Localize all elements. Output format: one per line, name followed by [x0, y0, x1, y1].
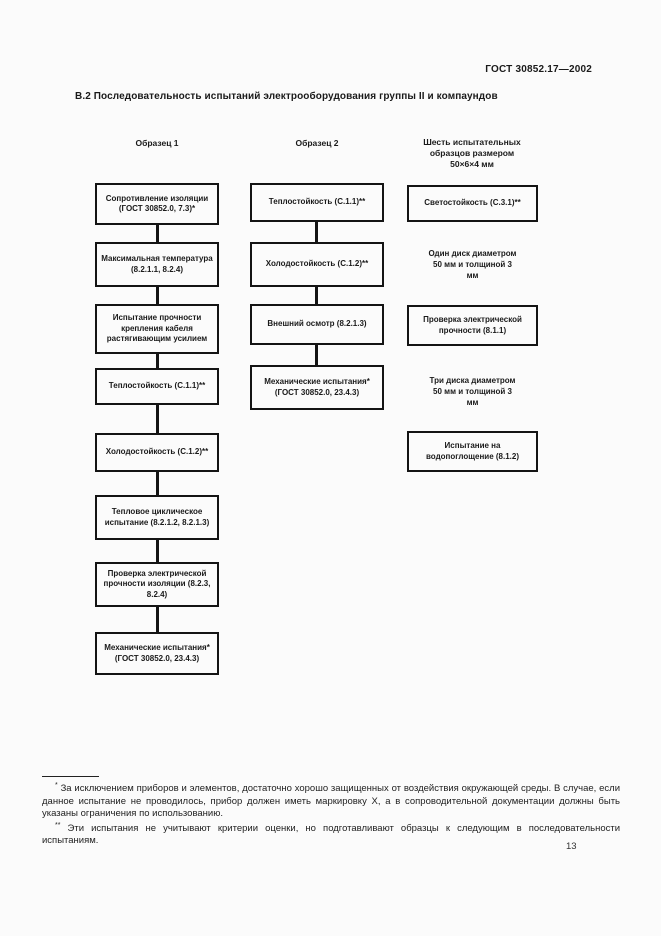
connector-line: [315, 345, 318, 365]
box-light-resistance: Светостойкость (С.3.1)**: [407, 185, 538, 222]
box-mechanical-tests-1: Механические испытания* (ГОСТ 30852.0, 2…: [95, 632, 219, 675]
box-visual-inspection: Внешний осмотр (8.2.1.3): [250, 304, 384, 345]
box-cold-resistance: Холодостойкость (С.1.2)**: [95, 433, 219, 472]
box-heat-resistance: Теплостойкость (С.1.1)**: [95, 368, 219, 405]
connector-line: [156, 287, 159, 304]
footnote-1-text: За исключением приборов и элементов, дос…: [42, 783, 621, 820]
connector-line: [156, 472, 159, 495]
box-mechanical-tests-2: Механические испытания* (ГОСТ 30852.0, 2…: [250, 365, 384, 410]
box-cold-resistance-2: Холодостойкость (С.1.2)**: [250, 242, 384, 287]
box-label: Испытание на водопоглощение (8.1.2): [425, 441, 519, 461]
footnote-rule: [42, 776, 99, 777]
connector-line: [315, 222, 318, 242]
box-thermal-cycling: Тепловое циклическое испытание (8.2.1.2,…: [95, 495, 219, 540]
doc-number: ГОСТ 30852.17—2002: [485, 64, 592, 75]
box-label: Холодостойкость (С.1.2)**: [105, 447, 209, 457]
page-number: 13: [566, 841, 577, 852]
box-label: Холодостойкость (С.1.2)**: [265, 259, 369, 269]
connector-line: [156, 225, 159, 242]
footnote-1-marker: *: [55, 782, 58, 789]
note-one-disc: Один диск диаметром 50 мм и толщиной 3 м…: [428, 249, 517, 280]
box-label: Светостойкость (С.3.1)**: [424, 198, 521, 208]
box-label: Испытание прочности крепления кабеля рас…: [106, 313, 208, 344]
box-label: Теплостойкость (С.1.1)**: [268, 197, 366, 207]
footnotes-block: * За исключением приборов и элементов, д…: [42, 776, 620, 848]
box-label: Механические испытания* (ГОСТ 30852.0, 2…: [104, 643, 210, 663]
connector-line: [156, 354, 159, 368]
connector-line: [156, 540, 159, 562]
column-header-six-specimens: Шесть испытательных образцов размером 50…: [423, 137, 521, 170]
box-label: Теплостойкость (С.1.1)**: [108, 381, 206, 391]
box-dielectric-test-insulation: Проверка электрической прочности изоляци…: [95, 562, 219, 607]
connector-line: [156, 607, 159, 632]
box-water-absorption: Испытание на водопоглощение (8.1.2): [407, 431, 538, 472]
footnote-1: * За исключением приборов и элементов, д…: [42, 781, 620, 821]
box-label: Тепловое циклическое испытание (8.2.1.2,…: [104, 507, 210, 527]
box-label: Сопротивление изоляции (ГОСТ 30852.0, 7.…: [105, 193, 209, 213]
box-dielectric-strength: Проверка электрической прочности (8.1.1): [407, 305, 538, 346]
box-label: Проверка электрической прочности (8.1.1): [423, 315, 522, 335]
box-label: Внешний осмотр (8.2.1.3): [267, 319, 367, 329]
column-header-sample-2: Образец 2: [295, 138, 339, 148]
note-three-discs: Три диска диаметром 50 мм и толщиной 3 м…: [429, 376, 516, 407]
footnote-2-text: Эти испытания не учитывают критерии оцен…: [42, 822, 621, 847]
box-label: Максимальная температура (8.2.1.1, 8.2.4…: [101, 254, 213, 274]
box-label: Механические испытания* (ГОСТ 30852.0, 2…: [264, 377, 370, 397]
box-max-temperature: Максимальная температура (8.2.1.1, 8.2.4…: [95, 242, 219, 287]
box-label: Проверка электрической прочности изоляци…: [103, 568, 211, 599]
footnote-2-marker: **: [55, 821, 61, 829]
section-title: В.2 Последовательность испытаний электро…: [75, 91, 498, 102]
box-insulation-resistance: Сопротивление изоляции (ГОСТ 30852.0, 7.…: [95, 183, 219, 225]
column-header-sample-1: Образец 1: [135, 138, 179, 148]
footnote-2: ** Эти испытания не учитывают критерии о…: [42, 821, 620, 848]
box-cable-pull-test: Испытание прочности крепления кабеля рас…: [95, 304, 219, 354]
connector-line: [315, 287, 318, 304]
box-heat-resistance-2: Теплостойкость (С.1.1)**: [250, 183, 384, 222]
connector-line: [156, 405, 159, 433]
